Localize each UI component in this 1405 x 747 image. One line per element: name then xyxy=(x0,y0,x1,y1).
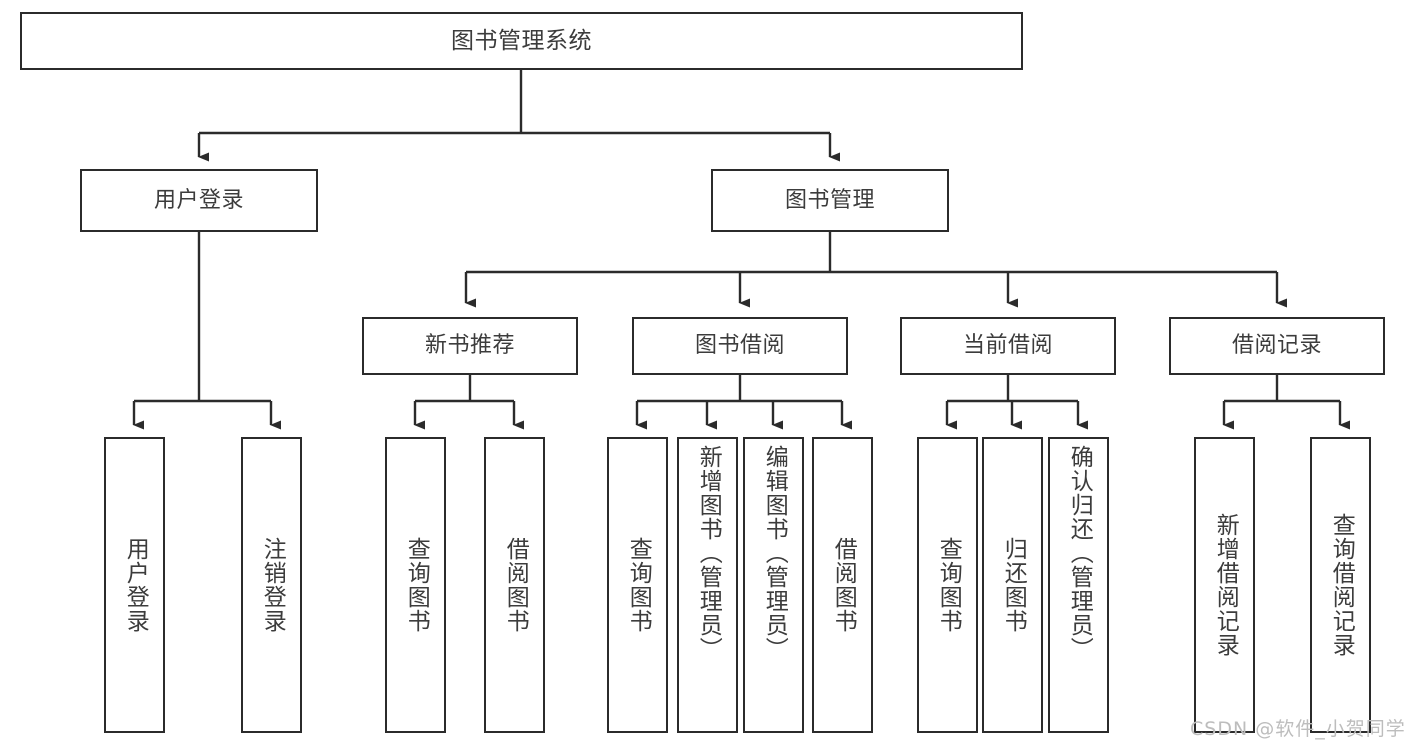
node-user-login[interactable]: 用户登录 xyxy=(80,169,318,232)
node-label: 新增图书（管理员） xyxy=(695,445,722,661)
leaf-add-borrow-record[interactable]: 新增借阅记录 xyxy=(1194,437,1255,733)
node-borrow-record[interactable]: 借阅记录 xyxy=(1169,317,1385,375)
node-root-system[interactable]: 图书管理系统 xyxy=(20,12,1023,70)
leaf-query-book-borrow[interactable]: 查询图书 xyxy=(607,437,668,733)
node-label: 图书借阅 xyxy=(694,333,785,359)
leaf-borrow-book[interactable]: 借阅图书 xyxy=(812,437,873,733)
node-label: 当前借阅 xyxy=(962,333,1053,359)
leaf-query-book-current[interactable]: 查询图书 xyxy=(917,437,978,733)
leaf-add-book-admin[interactable]: 新增图书（管理员） xyxy=(677,437,738,733)
node-book-borrow[interactable]: 图书借阅 xyxy=(632,317,848,375)
node-label: 新书推荐 xyxy=(424,333,515,359)
leaf-query-book-recommend[interactable]: 查询图书 xyxy=(385,437,446,733)
node-label: 注销登录 xyxy=(259,537,286,633)
leaf-user-logout[interactable]: 注销登录 xyxy=(241,437,302,733)
node-book-manage[interactable]: 图书管理 xyxy=(711,169,949,232)
node-label: 用户登录 xyxy=(122,537,149,633)
node-new-book-recommend[interactable]: 新书推荐 xyxy=(362,317,578,375)
leaf-query-borrow-record[interactable]: 查询借阅记录 xyxy=(1310,437,1371,733)
node-label: 确认归还（管理员） xyxy=(1066,445,1093,661)
node-label: 查询图书 xyxy=(403,537,430,633)
node-label: 查询借阅记录 xyxy=(1328,513,1355,657)
node-label: 查询图书 xyxy=(935,537,962,633)
node-label: 用户登录 xyxy=(153,187,244,213)
csdn-watermark: CSDN @软件_小贺同学 xyxy=(1190,718,1405,740)
leaf-return-book[interactable]: 归还图书 xyxy=(982,437,1043,733)
node-label: 编辑图书（管理员） xyxy=(761,445,788,661)
node-label: 借阅图书 xyxy=(502,537,529,633)
node-label: 借阅图书 xyxy=(830,537,857,633)
node-label: 图书管理 xyxy=(784,187,875,213)
node-label: 查询图书 xyxy=(625,537,652,633)
leaf-borrow-book-recommend[interactable]: 借阅图书 xyxy=(484,437,545,733)
node-label: 新增借阅记录 xyxy=(1212,513,1239,657)
leaf-confirm-return-admin[interactable]: 确认归还（管理员） xyxy=(1048,437,1109,733)
node-label: 归还图书 xyxy=(1000,537,1027,633)
node-current-borrow[interactable]: 当前借阅 xyxy=(900,317,1116,375)
node-label: 借阅记录 xyxy=(1231,333,1322,359)
leaf-edit-book-admin[interactable]: 编辑图书（管理员） xyxy=(743,437,804,733)
leaf-user-login[interactable]: 用户登录 xyxy=(104,437,165,733)
node-label: 图书管理系统 xyxy=(451,27,592,54)
